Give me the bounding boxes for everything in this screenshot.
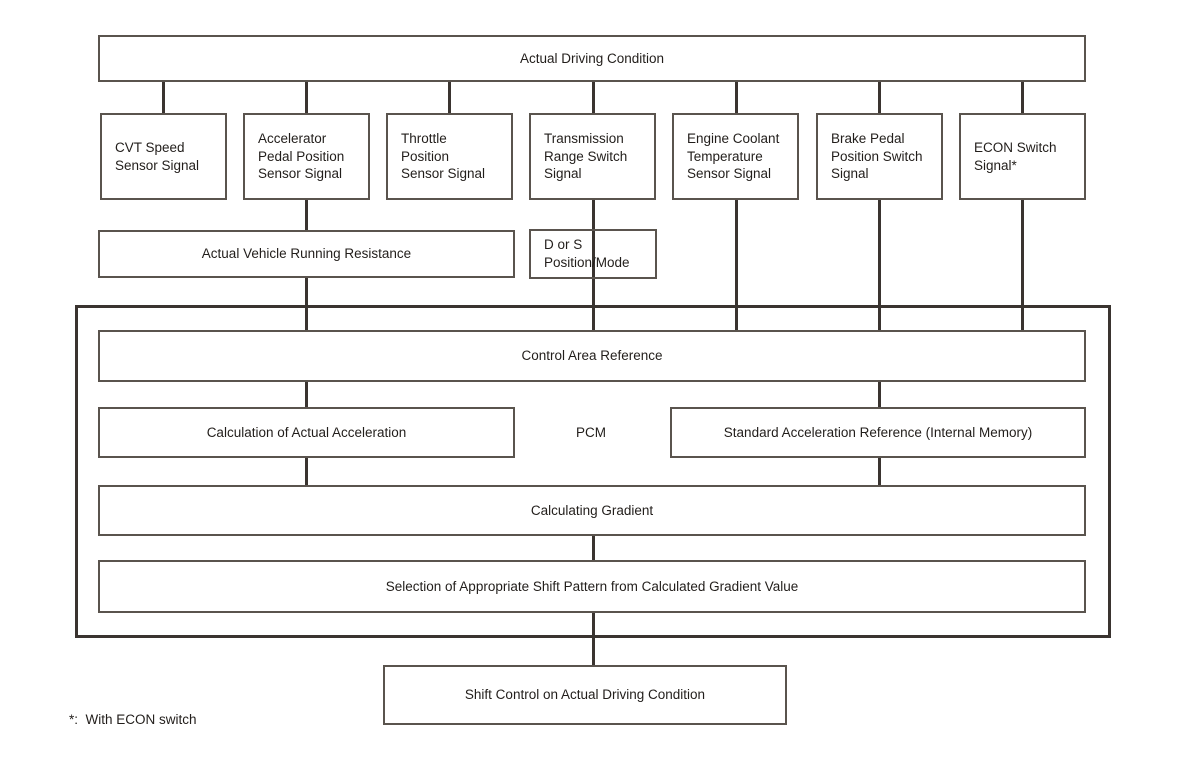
box-label: Brake Pedal Position Switch Signal [831, 131, 923, 182]
box-label: Control Area Reference [521, 348, 663, 364]
box-label: Standard Acceleration Reference (Interna… [723, 424, 1033, 440]
box-label: Selection of Appropriate Shift Pattern f… [385, 578, 799, 594]
connector-top-to-econ-switch [1021, 80, 1024, 116]
box-actual-driving-condition: Actual Driving Condition [98, 35, 1086, 82]
box-brake-pedal-position-switch-signal: Brake Pedal Position Switch Signal [816, 113, 943, 200]
box-cvt-speed-sensor-signal: CVT Speed Sensor Signal [100, 113, 227, 200]
box-shift-control-on-actual-driving-condition: Shift Control on Actual Driving Conditio… [383, 665, 787, 725]
connector-top-to-brake-pedal [878, 80, 881, 116]
connector-running-resistance-to-control-area [305, 276, 308, 333]
connector-econ-to-control-area [1021, 198, 1024, 333]
box-label: D or S Position/Mode [544, 237, 630, 270]
box-standard-acceleration-reference: Standard Acceleration Reference (Interna… [670, 407, 1086, 458]
connector-transmission-range-to-control-area [591, 198, 595, 333]
box-actual-vehicle-running-resistance: Actual Vehicle Running Resistance [98, 230, 515, 278]
connector-control-area-to-standard-acceleration [878, 380, 881, 410]
box-label: Throttle Position Sensor Signal [401, 131, 486, 182]
connector-top-to-throttle [448, 80, 451, 116]
box-control-area-reference: Control Area Reference [98, 330, 1086, 382]
connector-standard-acceleration-to-gradient [878, 456, 881, 488]
connector-gradient-to-selection [591, 534, 595, 563]
box-label: CVT Speed Sensor Signal [115, 139, 200, 173]
connector-selection-to-shift-control [591, 611, 595, 668]
box-label: Actual Vehicle Running Resistance [201, 246, 412, 262]
connector-accelerator-to-running-resistance [305, 198, 308, 233]
pcm-label: PCM [550, 407, 632, 458]
box-label: Shift Control on Actual Driving Conditio… [464, 687, 706, 703]
box-label: Actual Driving Condition [519, 50, 665, 66]
connector-top-to-cvt-speed [162, 80, 165, 116]
box-selection-of-shift-pattern: Selection of Appropriate Shift Pattern f… [98, 560, 1086, 613]
box-accelerator-pedal-position-sensor-signal: Accelerator Pedal Position Sensor Signal [243, 113, 370, 200]
pcm-text: PCM [576, 425, 606, 440]
footnote-with-econ-switch: *: With ECON switch [69, 712, 197, 727]
box-label: Accelerator Pedal Position Sensor Signal [258, 131, 345, 182]
box-engine-coolant-temperature-sensor-signal: Engine Coolant Temperature Sensor Signal [672, 113, 799, 200]
connector-brake-pedal-to-control-area [878, 198, 881, 333]
box-label: Transmission Range Switch Signal [544, 131, 628, 182]
box-d-or-s-position-mode: D or S Position/Mode [529, 229, 657, 279]
box-throttle-position-sensor-signal: Throttle Position Sensor Signal [386, 113, 513, 200]
connector-calc-acceleration-to-gradient [305, 456, 308, 488]
connector-top-to-transmission-range [591, 80, 595, 116]
box-label: Calculating Gradient [530, 502, 654, 518]
box-transmission-range-switch-signal: Transmission Range Switch Signal [529, 113, 656, 200]
connector-top-to-accelerator [305, 80, 308, 116]
box-econ-switch-signal: ECON Switch Signal* [959, 113, 1086, 200]
box-label: Engine Coolant Temperature Sensor Signal [687, 131, 780, 182]
box-calculation-of-actual-acceleration: Calculation of Actual Acceleration [98, 407, 515, 458]
box-calculating-gradient: Calculating Gradient [98, 485, 1086, 536]
box-label: Calculation of Actual Acceleration [206, 424, 407, 440]
connector-control-area-to-calc-acceleration [305, 380, 308, 410]
connector-engine-coolant-to-control-area [735, 198, 738, 333]
box-label: ECON Switch Signal* [974, 139, 1057, 173]
connector-top-to-engine-coolant [735, 80, 738, 116]
